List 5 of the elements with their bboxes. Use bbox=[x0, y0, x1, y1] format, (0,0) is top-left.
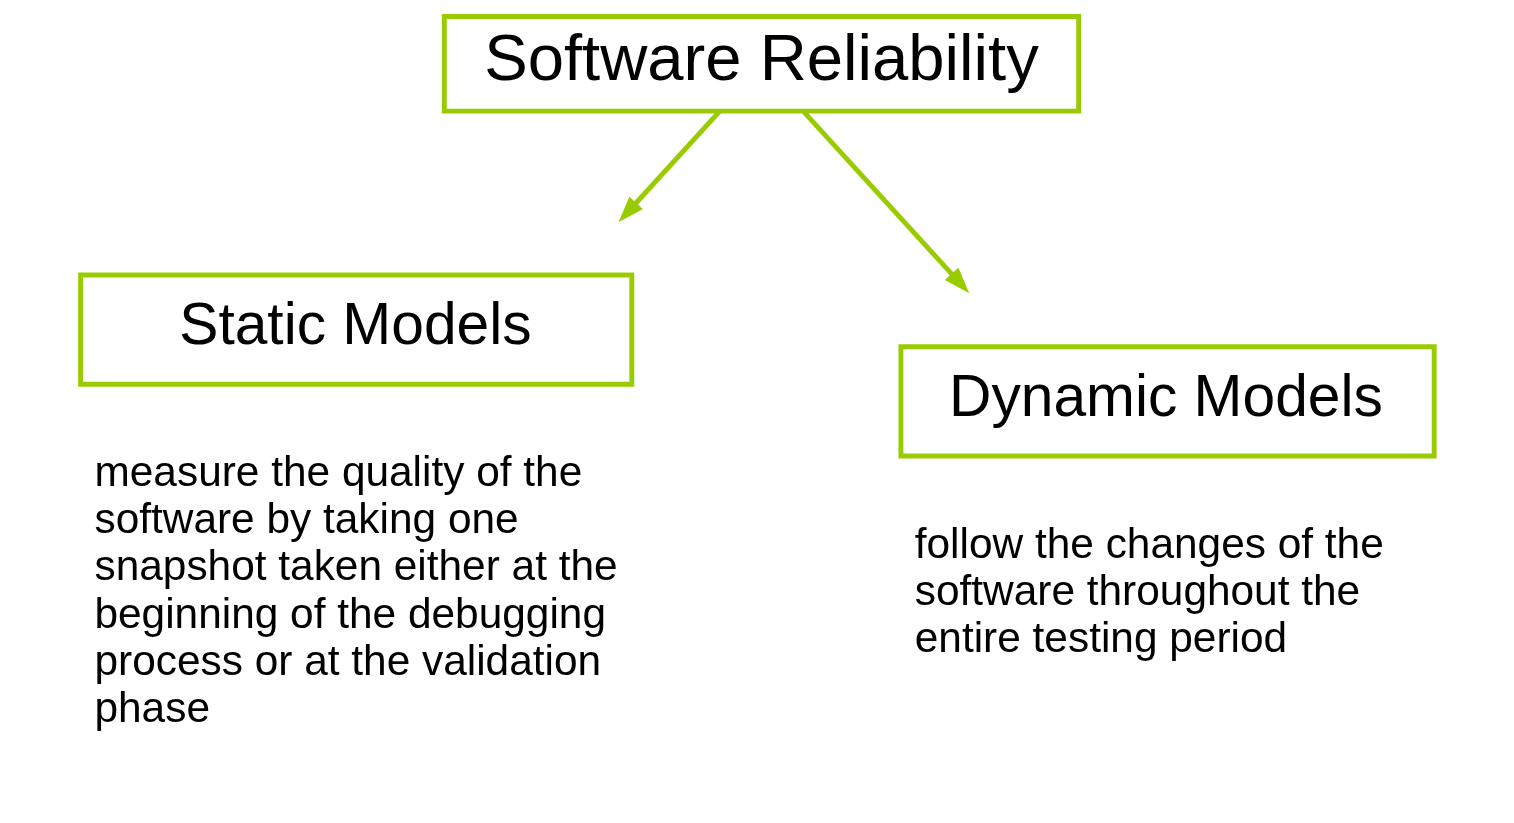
node-label: follow the changes of the software throughout the entire testing period bbox=[914, 519, 1384, 661]
node-box: Software Reliability bbox=[441, 13, 1082, 114]
node-label: measure the quality of the software by taking one snapshot taken either at the beginning of the debugging process or at the validation phase bbox=[94, 447, 618, 731]
node-box: Dynamic Models bbox=[898, 343, 1437, 458]
node-box: Static Models bbox=[78, 272, 635, 387]
